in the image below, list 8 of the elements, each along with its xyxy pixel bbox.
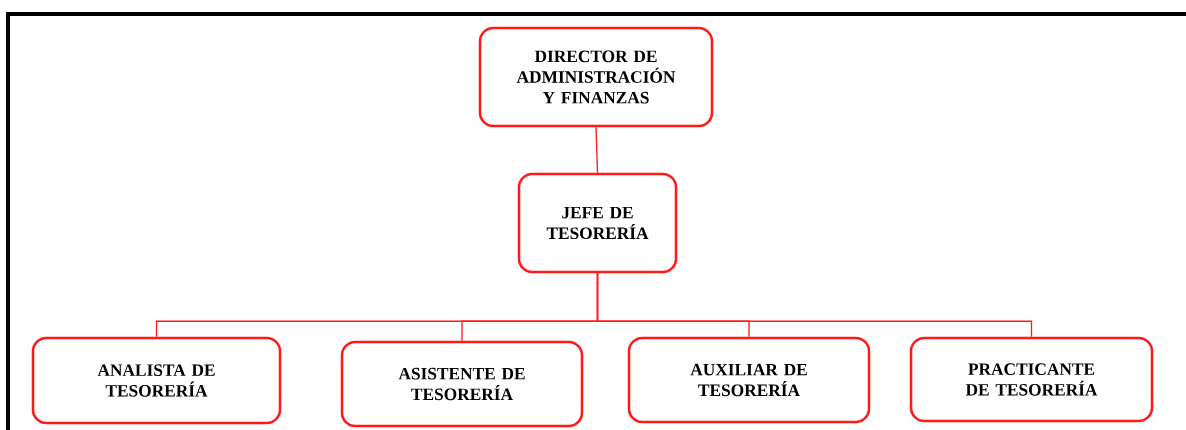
connector-line bbox=[596, 272, 1033, 338]
position-box: AUXILIAR DE TESORERÍA bbox=[627, 336, 871, 424]
position-box: ANALISTA DE TESORERÍA bbox=[31, 336, 282, 425]
position-box: ASISTENTE DE TESORERÍA bbox=[340, 340, 584, 428]
position-box: DIRECTOR DE ADMINISTRACIÓN Y FINANZAS bbox=[478, 26, 714, 128]
position-box: JEFE DE TESORERÍA bbox=[517, 172, 678, 274]
connector-line bbox=[595, 126, 599, 174]
position-box: PRACTICANTE DE TESORERÍA bbox=[909, 336, 1154, 423]
